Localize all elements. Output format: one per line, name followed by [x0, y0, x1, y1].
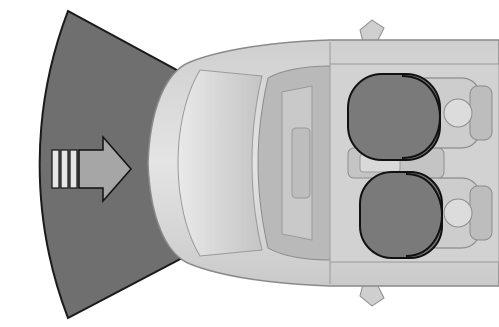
- driver-airbag-icon: [348, 74, 440, 160]
- vehicle-top-view: [148, 20, 499, 306]
- passenger-airbag-icon: [360, 172, 442, 258]
